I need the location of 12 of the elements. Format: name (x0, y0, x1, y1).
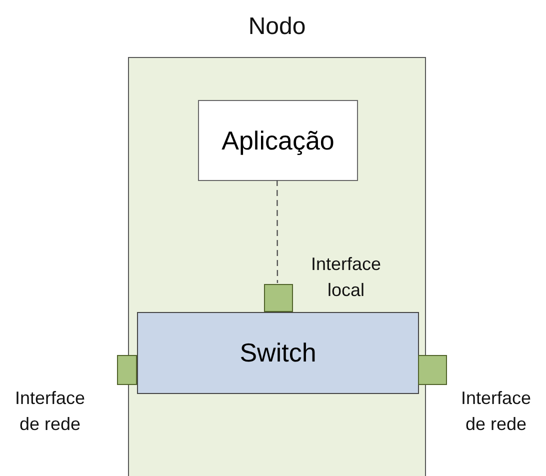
interface-port (264, 284, 293, 312)
interface-label: Interface local (310, 253, 382, 302)
interface-label: Interface de rede (460, 387, 532, 436)
box-label: Switch (240, 338, 316, 368)
dashed-connector (276, 180, 278, 283)
interface-label: Interface de rede (14, 387, 86, 436)
panel-title: Nodo (247, 13, 307, 41)
interface-port (117, 355, 137, 385)
box-label: Aplicação (222, 125, 334, 156)
switch-box (137, 312, 419, 394)
application-box (198, 100, 358, 181)
interface-port (418, 355, 447, 385)
